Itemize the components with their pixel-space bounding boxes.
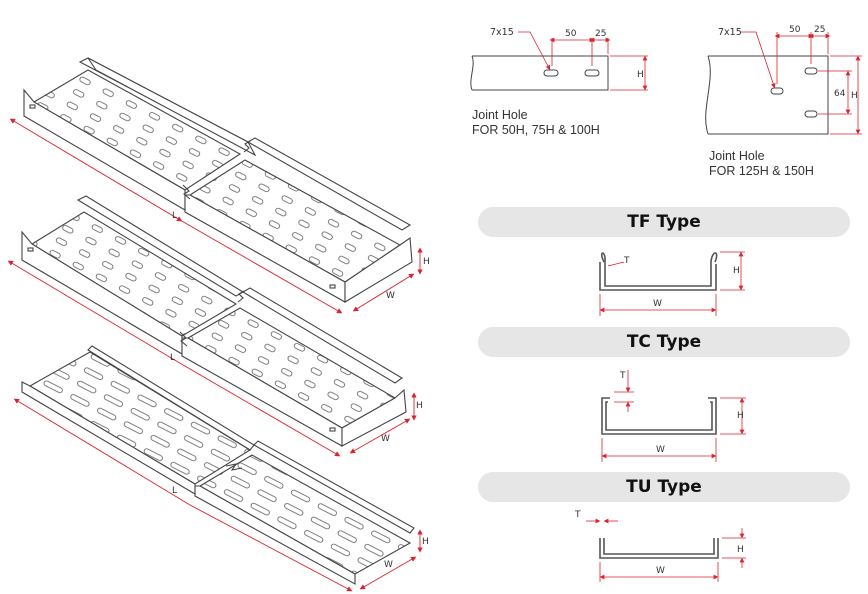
tc-type-header: TC Type	[478, 327, 850, 357]
tray-3-dimensions	[13, 398, 423, 592]
tray-2-l-label: L	[170, 353, 175, 363]
tc-w-label: W	[656, 445, 665, 455]
tray-3	[21, 345, 415, 585]
tc-t-label: T	[619, 371, 626, 381]
tu-h-label: H	[737, 545, 744, 555]
joint-large-title: Joint Hole	[709, 149, 765, 163]
tray-1-dimensions	[9, 118, 423, 314]
tray-2-h-label: H	[416, 401, 423, 411]
tray-1-l-label: L	[172, 211, 177, 221]
joint-large-dim-h: H	[851, 91, 858, 101]
tc-profile	[601, 397, 717, 435]
tf-h-label: H	[733, 266, 740, 276]
joint-small-dim-a: 50	[565, 29, 577, 39]
tray-3-h-label: H	[422, 537, 429, 547]
joint-hole-small-drawing	[470, 55, 609, 91]
joint-large-note: Joint Hole FOR 125H & 150H	[709, 149, 814, 179]
joint-slot-5	[804, 110, 818, 118]
tf-w-label: W	[653, 299, 662, 309]
tf-type-header: TF Type	[478, 207, 850, 237]
joint-hole-large-drawing	[705, 55, 829, 135]
joint-slot-4	[804, 67, 818, 75]
joint-hole-large-dimensions	[740, 31, 862, 135]
joint-small-title: Joint Hole	[472, 108, 528, 122]
joint-hole-small-dimensions	[518, 31, 648, 91]
joint-large-dim-a: 50	[789, 25, 801, 35]
tray-2-dimensions	[7, 260, 417, 457]
joint-small-note: Joint Hole FOR 50H, 75H & 100H	[472, 108, 600, 138]
joint-large-dim-v: 64	[834, 89, 846, 99]
joint-small-slot-label: 7x15	[490, 27, 514, 38]
tray-1-h-label: H	[423, 257, 430, 267]
joint-small-dim-h: H	[637, 70, 644, 80]
tray-1-w-label: W	[386, 291, 395, 301]
tf-profile	[599, 252, 718, 291]
tray-3-l-label: L	[172, 486, 177, 496]
joint-large-slot-label: 7x15	[718, 27, 742, 38]
joint-large-subtitle: FOR 125H & 150H	[709, 164, 814, 178]
tc-h-label: H	[737, 411, 744, 421]
tc-dimensions	[601, 370, 746, 462]
joint-slot-1	[543, 69, 559, 77]
joint-small-dim-b: 25	[595, 29, 606, 39]
tf-t-label: T	[623, 256, 630, 266]
joint-slot-3	[770, 87, 784, 95]
tu-w-label: W	[656, 566, 665, 576]
tray-2	[21, 195, 407, 447]
tu-type-header: TU Type	[478, 472, 850, 502]
tu-profile	[599, 538, 719, 559]
tray-2-w-label: W	[381, 434, 390, 444]
tf-dimensions	[599, 251, 745, 316]
tu-dimensions	[586, 518, 746, 582]
tu-t-label: T	[574, 510, 581, 520]
joint-small-subtitle: FOR 50H, 75H & 100H	[472, 123, 600, 137]
tray-3-w-label: W	[384, 560, 393, 570]
joint-large-dim-b: 25	[814, 25, 825, 35]
joint-slot-2	[584, 69, 600, 77]
